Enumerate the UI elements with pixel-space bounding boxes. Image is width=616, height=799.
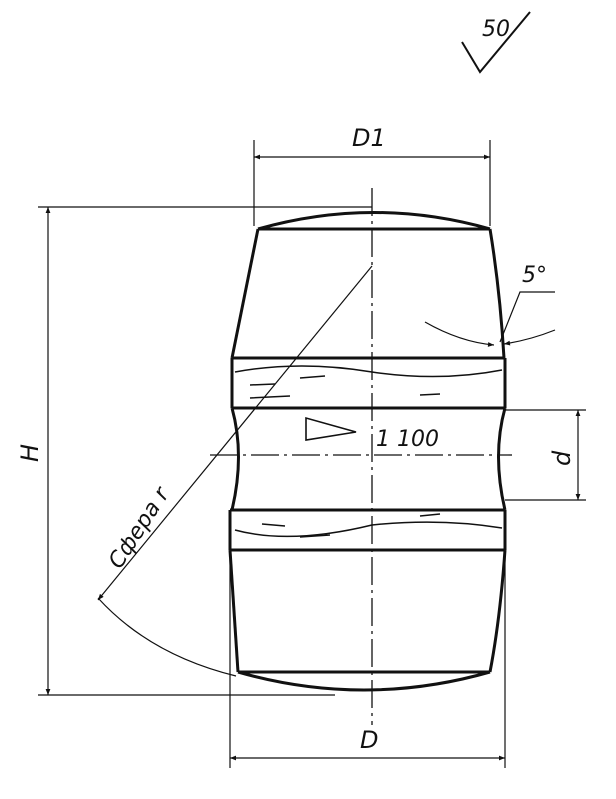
dimension-bore	[505, 409, 586, 501]
dimension-bottom-diameter	[229, 552, 506, 768]
label-height: H	[16, 444, 44, 462]
dimension-height	[38, 206, 372, 696]
label-angle: 5°	[522, 263, 547, 288]
dimension-top-diameter	[253, 140, 491, 226]
taper-value: 1 100	[376, 427, 439, 452]
surface-roughness-check-icon	[461, 11, 531, 74]
label-top-diameter: D1	[352, 124, 386, 152]
part-outline	[228, 211, 507, 692]
dimension-angle	[424, 291, 556, 347]
band-hatching	[234, 365, 503, 538]
label-bore: d	[548, 450, 576, 466]
roughness-value: 50	[482, 17, 510, 42]
dimension-sphere	[97, 265, 373, 677]
label-bottom-diameter: D	[360, 726, 378, 754]
label-sphere: Сфера r	[104, 482, 176, 574]
taper-triangle-icon	[305, 416, 357, 441]
